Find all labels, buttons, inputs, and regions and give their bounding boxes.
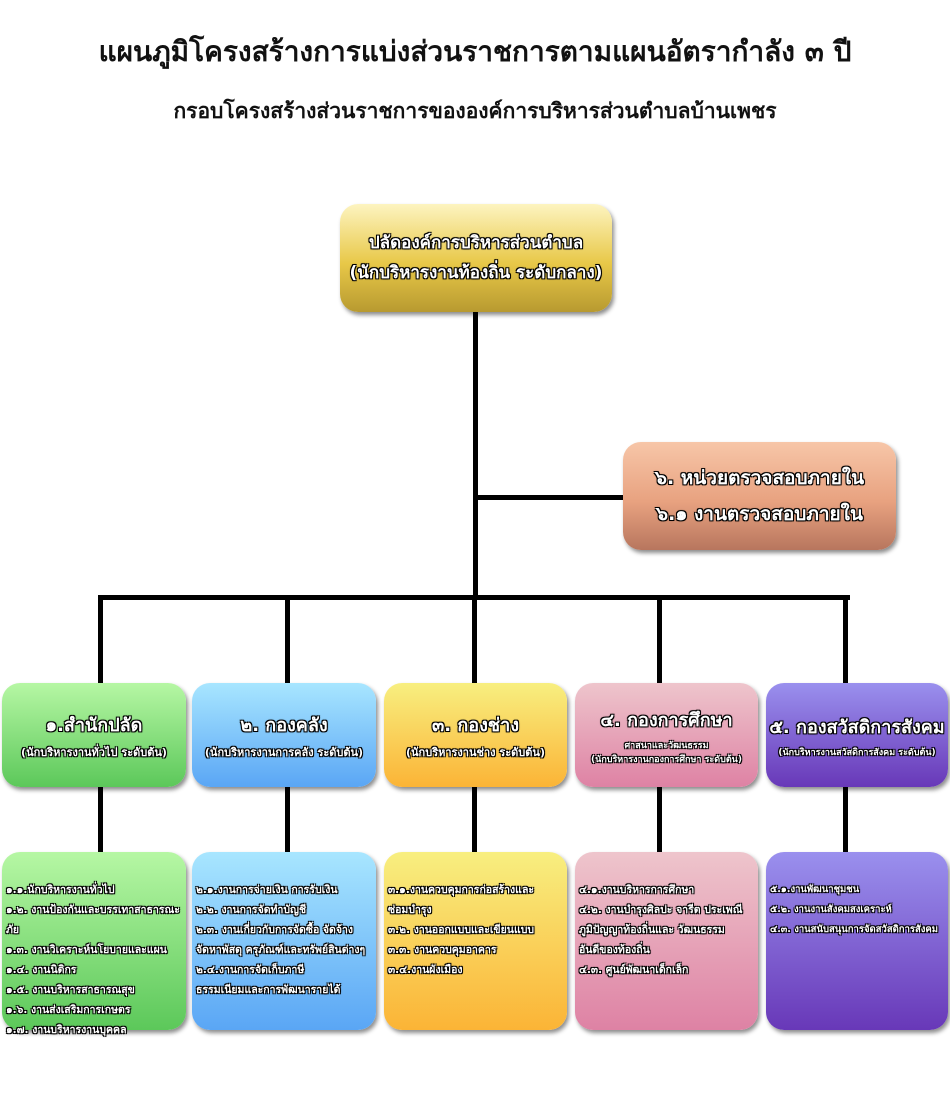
connector [98,785,103,855]
task-item: อันดีของท้องถิ่น [579,944,650,956]
connector [473,310,478,600]
task-list-1: ๑.๑.นักบริหารงานทั่วไป๑.๒. งานป้องกันและ… [2,852,186,1036]
division-box-4: ๔. กองการศึกษา ศาสนาและวัฒนธรรม (นักบริห… [575,683,758,787]
task-item: ๑.๔. งานนิติกร [6,964,77,976]
task-item: ๒.๒. งานการจัดทำบัญชี [196,904,307,916]
task-item: ๓.๓. งานควบคุมอาคาร [388,944,497,956]
division-rank: (นักบริหารงานกองการศึกษา ระดับต้น) [591,754,742,765]
task-list-5: ๕.๑.งานพัฒนาชุมชน๕.๒. งานงานสังคมสงเคราะ… [766,852,948,1030]
chart-title: แผนภูมิโครงสร้างการแบ่งส่วนราชการตามแผนอ… [98,35,852,68]
task-item: ๔.๒. งานบำรุงศิลปะ จารีต ประเพณี [579,904,743,916]
task-item: ๑.๑.นักบริหารงานทั่วไป [6,884,115,896]
connector [285,785,290,855]
division-name: ๓. กองช่าง [431,714,520,736]
division-name: ๒. กองคลัง [240,714,328,736]
task-item: ๓.๑.งานควบคุมการก่อสร้างและ [388,884,535,896]
task-list-2: ๒.๑.งานการจ่ายเงิน การรับเงิน๒.๒. งานการ… [192,852,376,1030]
task-item: ๑.๓. งานวิเคราะห์นโยบายและแผน [6,944,167,956]
task-item: ๒.๓. งานเกี่ยวกับการจัดซื้อ จัดจ้าง [196,924,354,936]
division-box-2: ๒. กองคลัง (นักบริหารงานการคลัง ระดับต้น… [192,683,376,787]
division-box-5: ๕. กองสวัสดิการสังคม (นักบริหารงานสวัสดิ… [766,683,948,787]
division-rank: (นักบริหารงานทั่วไป ระดับต้น) [21,745,167,759]
connector [475,495,625,500]
division-box-1: ๑.สำนักปลัด (นักบริหารงานทั่วไป ระดับต้น… [2,683,186,787]
task-item: ๕.๑.งานพัฒนาชุมชน [770,884,860,895]
task-item: ๑.๗. งานบริหารงานบุคคล [6,1024,127,1036]
task-item: ๑.๕. งานบริหารสาธารณสุข [6,984,135,996]
task-item: ธรรมเนียมและการพัฒนารายได้ [196,984,341,996]
task-item: ๔.๑.งานบริหารการศึกษา [579,884,695,896]
task-item: ๕.๒. งานงานสังคมสงเคราะห์ [770,904,892,915]
division-name: ๕. กองสวัสดิการสังคม [769,716,945,738]
task-item: ภูมิปัญญาท้องถิ่นและ วัฒนธรรม [579,924,725,936]
audit-box: ๖. หน่วยตรวจสอบภายใน ๖.๑ งานตรวจสอบภายใน [623,442,896,550]
task-item: จัดหาพัสดุ ครุภัณฑ์และทรัพย์สินต่างๆ [196,944,366,956]
chief-rank: (นักบริหารงานท้องถิ่น ระดับกลาง) [349,263,603,283]
division-rank: (นักบริหารงานสวัสดิการสังคม ระดับต้น) [778,747,936,758]
task-list-4: ๔.๑.งานบริหารการศึกษา๔.๒. งานบำรุงศิลปะ … [575,852,758,1030]
connector [472,597,477,685]
task-item: ๔.๓. ศูนย์พัฒนาเด็กเล็ก [579,964,689,976]
task-list-3: ๓.๑.งานควบคุมการก่อสร้างและซ่อมบำรุง๓.๒.… [384,852,567,1030]
division-name: ๔. กองการศึกษา [600,709,733,731]
connector [472,785,477,855]
task-item: ๒.๑.งานการจ่ายเงิน การรับเงิน [196,884,338,896]
chief-box: ปลัดองค์การบริหารส่วนตำบล (นักบริหารงานท… [340,204,612,312]
division-rank: (นักบริหารงานการคลัง ระดับต้น) [204,745,364,759]
task-item: ๓.๒. งานออกแบบและเขียนแบบ [388,924,535,936]
connector [98,597,103,685]
connector [285,597,290,685]
task-item: ซ่อมบำรุง [388,904,432,916]
connector [843,597,848,685]
chart-subtitle: กรอบโครงสร้างส่วนราชการขององค์การบริหารส… [173,99,777,123]
division-name: ๑.สำนักปลัด [45,714,143,736]
connector [843,785,848,855]
connector [657,597,662,685]
chief-title: ปลัดองค์การบริหารส่วนตำบล [368,233,584,253]
task-item: ๒.๔.งานการจัดเก็บภาษี [196,964,305,976]
connector [657,785,662,855]
division-rank: (นักบริหารงานช่าง ระดับต้น) [406,745,545,759]
task-item: ๑.๖. งานส่งเสริมการเกษตร [6,1004,131,1016]
audit-item: ๖.๑ งานตรวจสอบภายใน [656,503,863,525]
audit-title: ๖. หน่วยตรวจสอบภายใน [654,467,865,489]
task-item: ๑.๒. งานป้องกันและบรรเทาสาธารณะภัย [6,904,180,936]
task-item: ๓.๔.งานผังเมือง [388,964,463,976]
division-subtitle: ศาสนาและวัฒนธรรม [624,740,709,751]
task-item: ๔.๓. งานสนับสนุนการจัดสวัสดิการสังคม [770,924,939,935]
division-box-3: ๓. กองช่าง (นักบริหารงานช่าง ระดับต้น) [384,683,567,787]
